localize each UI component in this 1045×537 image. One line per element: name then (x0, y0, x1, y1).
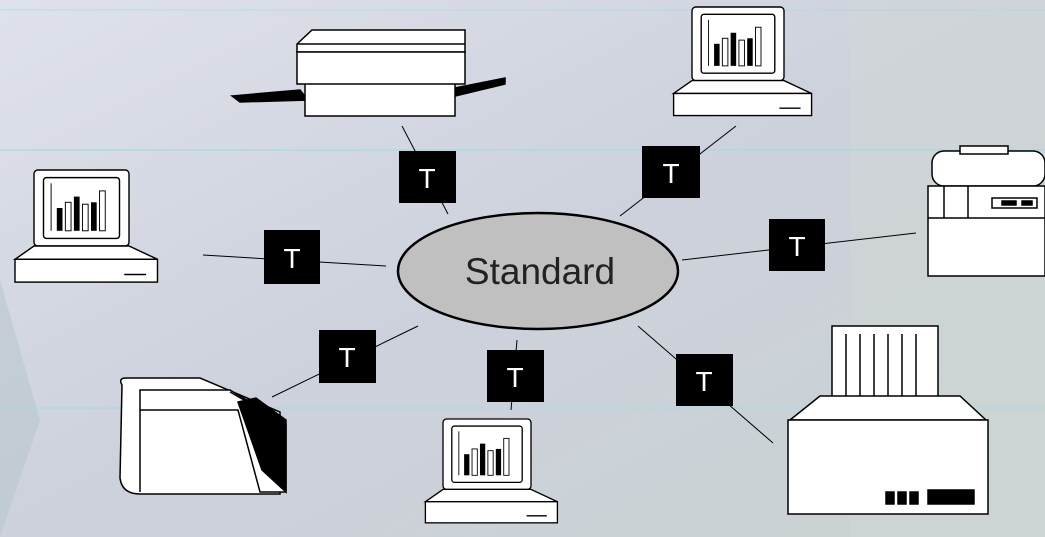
svg-text:T: T (283, 243, 300, 274)
standard-label: Standard (465, 251, 615, 292)
svg-text:T: T (338, 342, 355, 373)
translator-box: T (319, 330, 376, 383)
printer-icon (927, 145, 1045, 277)
svg-text:T: T (788, 231, 805, 262)
svg-text:T: T (418, 163, 435, 194)
svg-text:T: T (662, 158, 679, 189)
translator-box: T (642, 146, 700, 198)
translator-box: T (676, 354, 733, 406)
translator-box: T (487, 350, 544, 402)
svg-text:T: T (695, 366, 712, 397)
svg-text:T: T (506, 362, 523, 393)
standard-node: Standard (396, 211, 680, 331)
translator-box: T (399, 151, 456, 203)
translator-box: T (264, 230, 320, 284)
film-scanner-icon (119, 377, 287, 495)
laser-printer-icon (229, 29, 506, 117)
translator-box: T (769, 219, 825, 271)
line-printer-icon (787, 325, 989, 515)
